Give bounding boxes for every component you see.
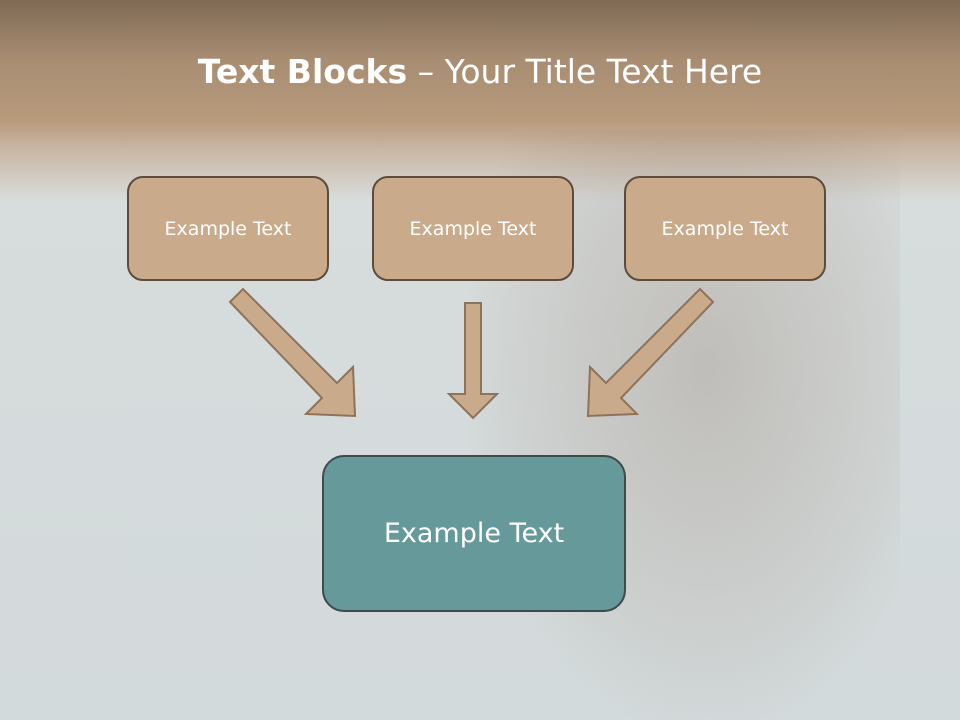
title-rest: Your Title Text Here <box>444 52 763 91</box>
text-box-right-label: Example Text <box>661 217 789 240</box>
slide-title: Text Blocks – Your Title Text Here <box>0 52 960 91</box>
arrow-left-icon <box>228 287 357 418</box>
text-box-left-label: Example Text <box>164 217 292 240</box>
text-box-left: Example Text <box>127 176 329 281</box>
text-box-center: Example Text <box>372 176 574 281</box>
text-box-right: Example Text <box>624 176 826 281</box>
text-box-main-label: Example Text <box>383 518 565 549</box>
title-separator: – <box>407 52 445 91</box>
text-box-center-label: Example Text <box>409 217 537 240</box>
text-box-main: Example Text <box>322 455 626 612</box>
title-bold: Text Blocks <box>197 52 408 91</box>
